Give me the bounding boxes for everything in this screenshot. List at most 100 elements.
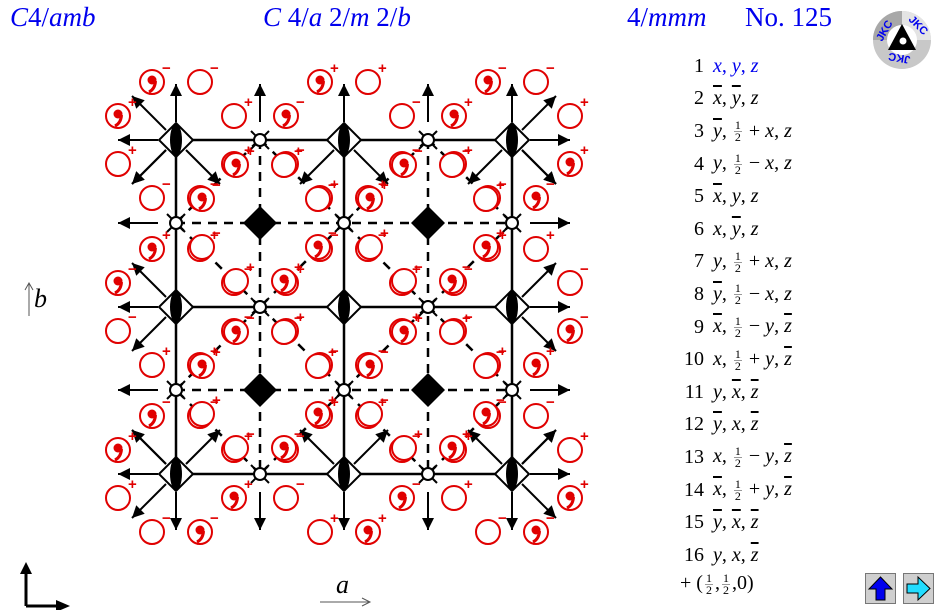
svg-text:−: − [330,343,339,360]
svg-text:+: + [294,259,303,276]
svg-text:+: + [330,510,339,527]
space-group-number: No. 125 [745,2,832,32]
svg-text:−: − [296,142,305,159]
svg-text:+: + [212,344,221,361]
svg-text:+: + [244,142,253,159]
svg-text:−: − [328,225,337,242]
svg-text:−: − [128,261,137,278]
svg-text:+: + [294,143,303,160]
svg-text:+: + [462,426,471,443]
svg-text:JKC: JKC [887,50,911,66]
svg-text:+: + [330,394,339,411]
svg-text:+: + [412,261,421,278]
a-axis-arrow-icon [320,597,372,607]
svg-text:−: − [128,309,137,326]
svg-text:+: + [210,227,219,244]
svg-text:+: + [496,225,505,242]
svg-text:−: − [496,392,505,409]
nav-next-button[interactable] [903,573,934,604]
svg-text:−: − [498,394,507,411]
svg-text:+: + [128,94,137,111]
svg-text:+: + [546,343,555,360]
svg-text:−: − [330,227,339,244]
svg-text:+: + [464,142,473,159]
svg-text:+: + [162,227,171,244]
svg-text:−: − [244,309,253,326]
svg-text:+: + [378,176,387,193]
svg-text:−: − [246,426,255,443]
svg-text:+: + [128,428,137,445]
svg-text:+: + [246,259,255,276]
svg-text:−: − [498,176,507,193]
svg-text:−: − [162,394,171,411]
svg-text:−: − [296,428,305,445]
svg-text:+: + [580,142,589,159]
svg-text:−: − [580,261,589,278]
svg-text:+: + [546,227,555,244]
svg-text:+: + [464,94,473,111]
svg-text:+: + [464,476,473,493]
short-hermann-mauguin-symbol: C4/amb [10,2,96,32]
svg-text:+: + [244,428,253,445]
svg-text:+: + [330,60,339,77]
svg-text:+: + [296,261,305,278]
svg-text:+: + [496,177,505,194]
svg-text:−: − [212,177,221,194]
svg-text:+: + [498,227,507,244]
svg-text:−: − [378,343,387,360]
svg-text:+: + [414,426,423,443]
svg-text:+: + [378,510,387,527]
point-group-symbol: 4/mmm [627,2,707,32]
origin-axes-icon [20,562,70,610]
svg-text:−: − [462,259,471,276]
svg-text:+: + [128,476,137,493]
svg-text:−: − [244,261,253,278]
svg-text:−: − [414,259,423,276]
svg-text:+: + [328,344,337,361]
svg-text:+: + [378,60,387,77]
svg-text:−: − [212,225,221,242]
nav-up-button[interactable] [865,573,896,604]
svg-text:+: + [580,94,589,111]
svg-text:+: + [128,142,137,159]
svg-text:−: − [498,60,507,77]
svg-text:−: − [162,510,171,527]
svg-text:−: − [412,94,421,111]
svg-text:−: − [546,394,555,411]
svg-text:−: − [378,227,387,244]
svg-text:−: − [380,344,389,361]
space-group-diagram: −−++++−−++−−−−++−−++++−−++−−−−++−−++++−−… [105,60,589,545]
svg-text:−: − [294,310,303,327]
svg-text:−: − [580,309,589,326]
svg-text:−: − [464,309,473,326]
svg-text:+: + [246,143,255,160]
svg-text:+: + [380,177,389,194]
svg-text:−: − [296,476,305,493]
svg-text:−: − [246,310,255,327]
svg-text:−: − [296,94,305,111]
arrow-right-icon [906,575,931,602]
svg-text:+: + [244,94,253,111]
svg-text:+: + [580,476,589,493]
arrow-up-icon [867,576,894,601]
jkc-logo-icon: JKC JKC JKC [873,11,931,69]
svg-text:+: + [162,343,171,360]
svg-text:+: + [462,310,471,327]
svg-text:−: − [210,176,219,193]
svg-text:−: − [464,261,473,278]
